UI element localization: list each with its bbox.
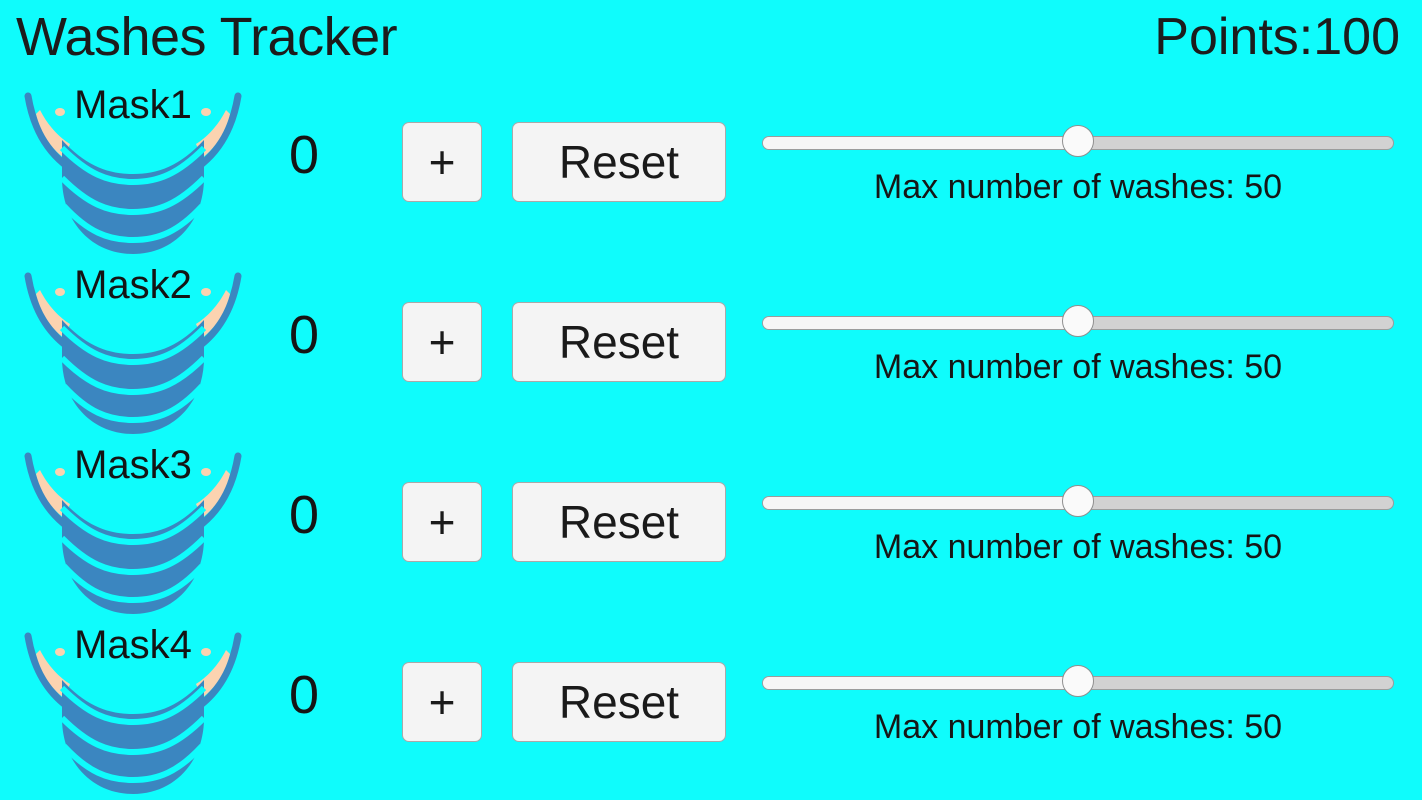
points-display: Points:100 xyxy=(1154,8,1400,66)
max-washes-slider[interactable] xyxy=(760,485,1396,519)
slider-track-fill xyxy=(763,497,1078,509)
wash-count: 0 xyxy=(288,125,320,185)
wash-count: 0 xyxy=(288,665,320,725)
face-mask-icon xyxy=(24,452,242,614)
max-washes-slider-cell: Max number of washes: 50 xyxy=(760,438,1400,614)
increment-button[interactable]: + xyxy=(402,662,482,742)
max-washes-slider-cell: Max number of washes: 50 xyxy=(760,618,1400,794)
reset-button[interactable]: Reset xyxy=(512,122,726,202)
mask-row: Mask2 0 + Reset Max number of washes: 50 xyxy=(0,258,1422,438)
increment-button[interactable]: + xyxy=(402,302,482,382)
reset-button[interactable]: Reset xyxy=(512,302,726,382)
face-mask-icon xyxy=(24,92,242,254)
app-header: Washes Tracker Points:100 xyxy=(0,0,1422,78)
mask-row: Mask3 0 + Reset Max number of washes: 50 xyxy=(0,438,1422,618)
mask-icon-cell: Mask3 xyxy=(8,442,258,618)
slider-track-fill xyxy=(763,677,1078,689)
face-mask-icon xyxy=(24,632,242,794)
mask-icon-cell: Mask1 xyxy=(8,82,258,258)
slider-track-fill xyxy=(763,137,1078,149)
max-washes-slider[interactable] xyxy=(760,125,1396,159)
slider-thumb[interactable] xyxy=(1062,305,1094,337)
max-washes-slider-cell: Max number of washes: 50 xyxy=(760,258,1400,434)
slider-thumb[interactable] xyxy=(1062,485,1094,517)
max-washes-slider-cell: Max number of washes: 50 xyxy=(760,78,1400,254)
wash-count: 0 xyxy=(288,305,320,365)
face-mask-icon xyxy=(24,272,242,434)
max-washes-caption: Max number of washes: 50 xyxy=(873,528,1283,566)
increment-button[interactable]: + xyxy=(402,482,482,562)
wash-count: 0 xyxy=(288,485,320,545)
mask-icon-cell: Mask2 xyxy=(8,262,258,438)
reset-button[interactable]: Reset xyxy=(512,482,726,562)
max-washes-caption: Max number of washes: 50 xyxy=(873,168,1283,206)
mask-icon-cell: Mask4 xyxy=(8,622,258,798)
max-washes-slider[interactable] xyxy=(760,665,1396,699)
mask-row: Mask4 0 + Reset Max number of washes: 50 xyxy=(0,618,1422,798)
max-washes-caption: Max number of washes: 50 xyxy=(873,708,1283,746)
page-title: Washes Tracker xyxy=(16,7,398,67)
max-washes-caption: Max number of washes: 50 xyxy=(873,348,1283,386)
slider-track-fill xyxy=(763,317,1078,329)
slider-thumb[interactable] xyxy=(1062,125,1094,157)
max-washes-slider[interactable] xyxy=(760,305,1396,339)
slider-thumb[interactable] xyxy=(1062,665,1094,697)
mask-row: Mask1 0 + Reset Max number of washes: 50 xyxy=(0,78,1422,258)
increment-button[interactable]: + xyxy=(402,122,482,202)
reset-button[interactable]: Reset xyxy=(512,662,726,742)
